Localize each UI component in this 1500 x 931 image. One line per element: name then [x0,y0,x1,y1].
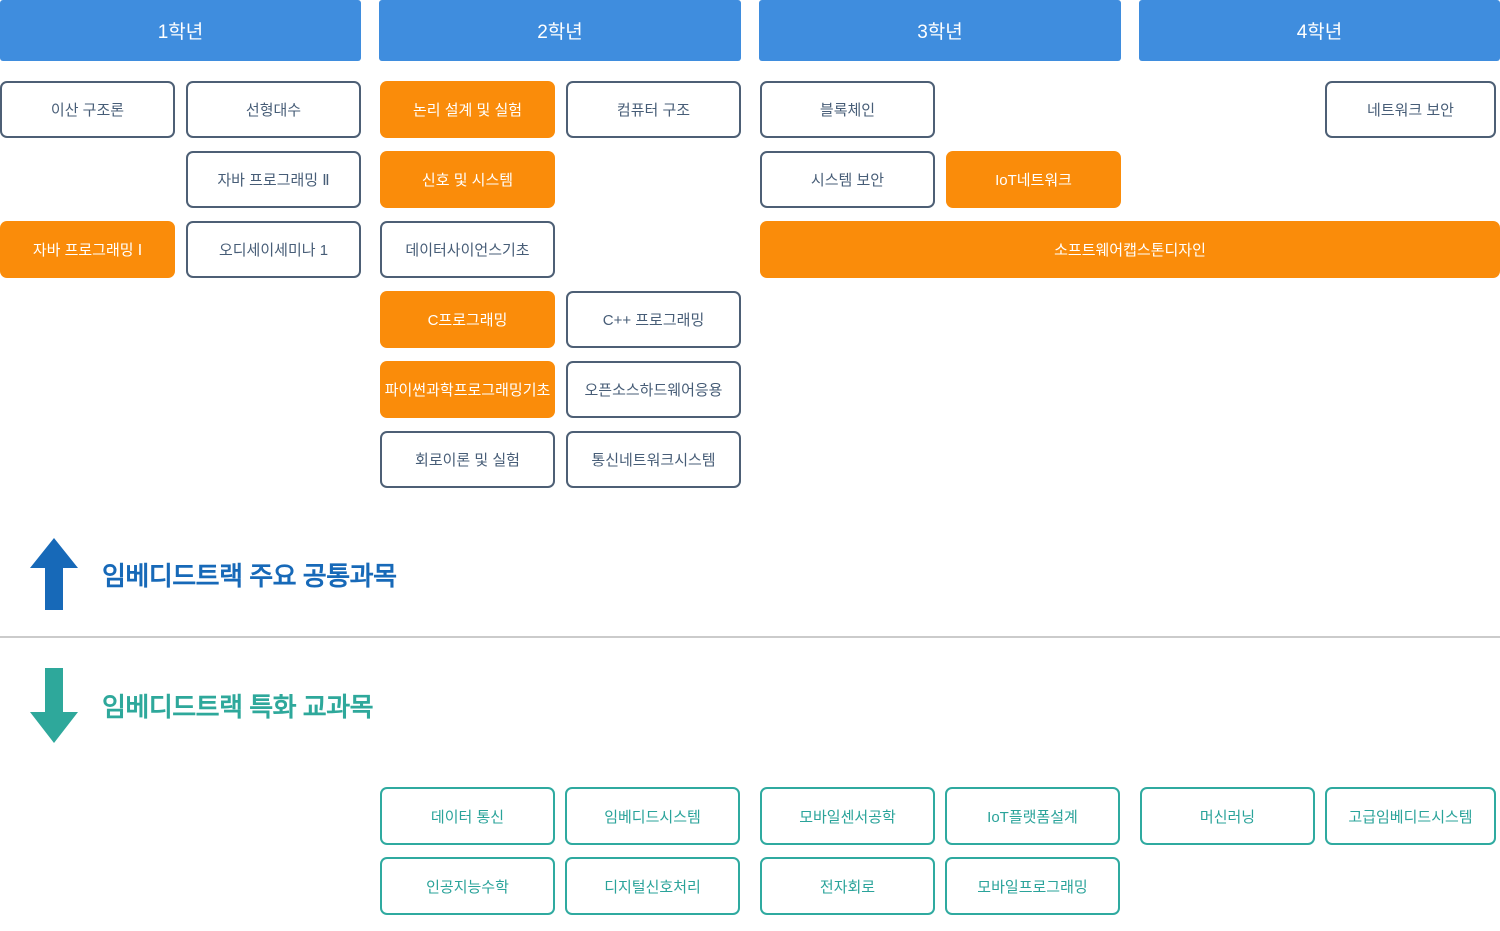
course-box: 디지털신호처리 [565,857,740,915]
course-box: 블록체인 [760,81,935,138]
common-track-section-title: 임베디드트랙 주요 공통과목 [102,560,397,591]
common-track-section-label: 임베디드트랙 주요 공통과목 [0,538,397,610]
year-header-4: 4학년 [1139,0,1500,61]
course-box: 오픈소스하드웨어응용 [566,361,741,418]
section-divider [0,636,1500,638]
course-box: 논리 설계 및 실험 [380,81,555,138]
course-box: 자바 프로그래밍 Ⅱ [186,151,361,208]
course-box: C프로그래밍 [380,291,555,348]
year-header-2: 2학년 [379,0,741,61]
course-box: 이산 구조론 [0,81,175,138]
up-arrow-icon [30,538,78,610]
year-header-3: 3학년 [759,0,1121,61]
year-header-1: 1학년 [0,0,361,61]
special-track-section-title: 임베디드트랙 특화 교과목 [102,692,374,722]
course-box: 컴퓨터 구조 [566,81,741,138]
course-box: 시스템 보안 [760,151,935,208]
course-box: 전자회로 [760,857,935,915]
course-box: 오디세이세미나 1 [186,221,361,278]
course-box: 모바일프로그래밍 [945,857,1120,915]
course-box: 선형대수 [186,81,361,138]
course-box: 데이터사이언스기초 [380,221,555,278]
course-box: C++ 프로그래밍 [566,291,741,348]
course-box: 통신네트워크시스템 [566,431,741,488]
course-box: 임베디드시스템 [565,787,740,845]
course-box: 신호 및 시스템 [380,151,555,208]
course-box: 회로이론 및 실험 [380,431,555,488]
course-box: 파이썬과학프로그래밍기초 [380,361,555,418]
course-box: 고급임베디드시스템 [1325,787,1496,845]
course-box: 자바 프로그래밍 Ⅰ [0,221,175,278]
down-arrow-icon [30,668,78,743]
course-box: 모바일센서공학 [760,787,935,845]
course-box: 인공지능수학 [380,857,555,915]
course-box: 네트워크 보안 [1325,81,1496,138]
course-box: IoT플랫폼설계 [945,787,1120,845]
course-box: IoT네트워크 [946,151,1121,208]
course-box: 머신러닝 [1140,787,1315,845]
special-track-section-label: 임베디드트랙 특화 교과목 [0,668,374,743]
capstone-course-box: 소프트웨어캡스톤디자인 [760,221,1500,278]
course-box: 데이터 통신 [380,787,555,845]
